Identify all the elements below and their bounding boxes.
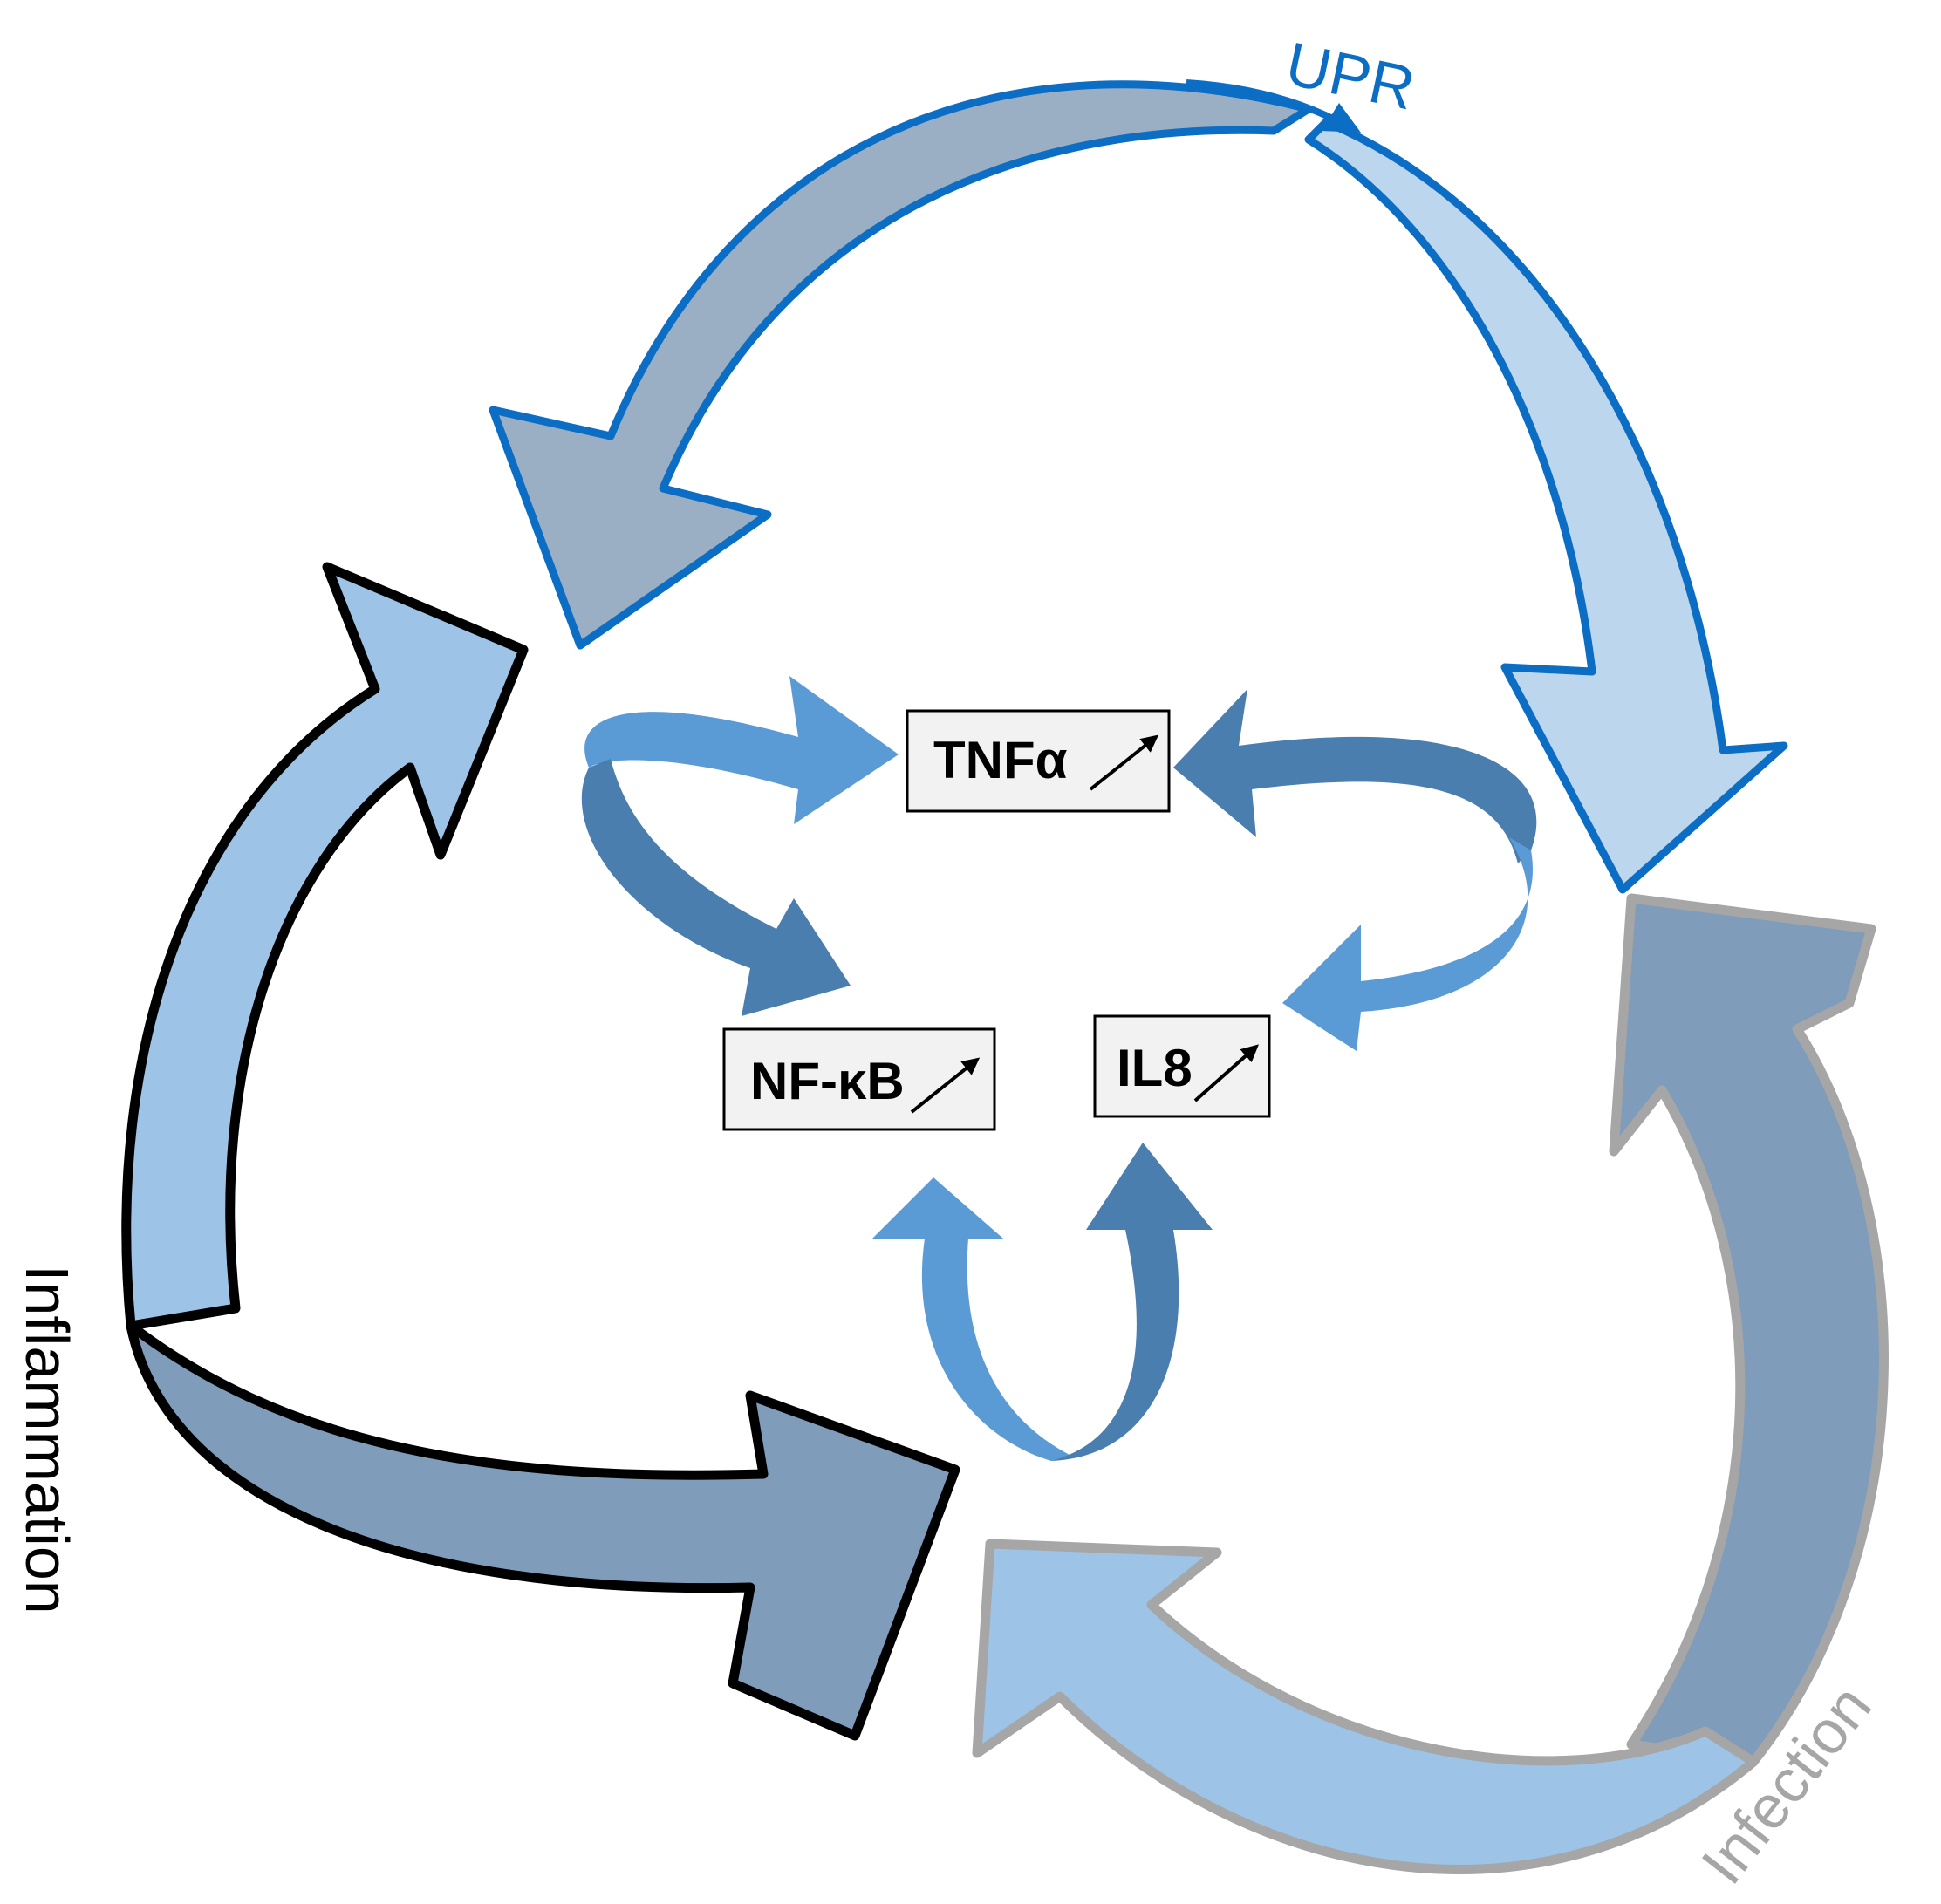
up-right-arrow-icon: [1089, 734, 1159, 791]
tnfa-label: TNFα: [933, 731, 1068, 789]
inner-arrow-up-il8: [1051, 1143, 1213, 1461]
inner-arrow-to-nfkb: [581, 759, 851, 1016]
inner-arrow-to-tnfa: [584, 676, 899, 824]
inner-arrow-up-nfkb: [872, 1177, 1073, 1461]
infection-arrow-left: [972, 1539, 1759, 1874]
il8-box: IL8: [1093, 1014, 1271, 1118]
upr-arc-head: [1322, 103, 1361, 133]
up-right-arrow-icon: [1193, 1044, 1259, 1102]
tnfa-box: TNFα: [906, 709, 1171, 813]
inflammation-loop: Inflammation: [13, 562, 960, 1741]
infection-arrow-up: [1609, 893, 1889, 1767]
nfkb-label: NF-κB: [750, 1052, 905, 1110]
il8-label: IL8: [1117, 1039, 1193, 1097]
nfkb-box: NF-κB: [722, 1027, 996, 1131]
inner-arrows: [581, 676, 1537, 1461]
infection-loop: Infection: [972, 893, 1889, 1896]
upr-loop: UPR: [489, 29, 1788, 894]
up-right-arrow-icon: [910, 1057, 981, 1114]
inflammation-arrow-right: [126, 1321, 960, 1741]
inner-arrow-right-to-tnfa: [1173, 689, 1537, 863]
inflammation-label: Inflammation: [13, 1265, 81, 1614]
upr-arrow-left: [489, 80, 1313, 650]
inner-arrow-to-il8: [1282, 837, 1533, 1051]
upr-arrow-right: [1304, 118, 1788, 894]
inflammation-arrow-up: [121, 562, 529, 1331]
